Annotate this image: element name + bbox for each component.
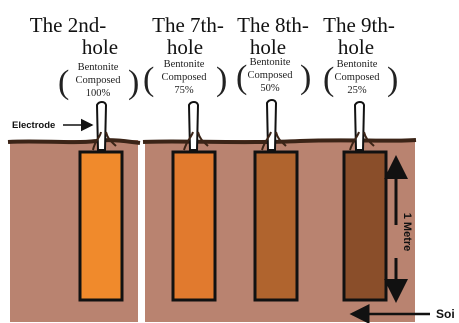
right-parenthesis: ) [216,61,227,98]
hole-title-line1: The 9th- [323,13,395,37]
left-parenthesis: ( [143,61,154,98]
composition-label: Bentonite [250,57,291,68]
electrode [349,101,375,151]
composition-label: Composed [248,70,294,81]
hole-column [342,150,388,302]
ground-surface-right [142,138,417,145]
hole-column [78,150,124,302]
composition-percent: 100% [86,88,111,99]
left-parenthesis: ( [323,61,334,98]
electrode [183,101,209,151]
composition-label: Composed [76,75,122,86]
composition-label: Composed [162,72,208,83]
composition-percent: 50% [260,83,280,94]
composition-label: Bentonite [78,62,119,73]
composition-label: Bentonite [337,59,378,70]
hole-title-line1: The 7th- [152,13,224,37]
electrode [92,101,117,151]
hole-column [253,150,299,302]
electrode-label: Electrode [12,120,55,131]
hole-title-line2: hole [82,35,118,59]
hole-title-line1: The 2nd- [30,13,106,37]
depth-label: 1 Metre [401,213,413,252]
composition-percent: 75% [174,85,194,96]
left-parenthesis: ( [58,64,69,101]
hole-title-line2: hole [250,35,286,59]
soil-label: Soi [436,307,455,321]
composition-label: Composed [335,72,381,83]
ground-surface-left [7,138,141,145]
hole-title-line2: hole [338,35,374,59]
electrode [261,99,287,151]
composition-percent: 25% [347,85,367,96]
right-parenthesis: ) [387,61,398,98]
composition-label: Bentonite [164,59,205,70]
right-parenthesis: ) [128,64,139,101]
hole-column [171,150,217,302]
left-parenthesis: ( [236,59,247,96]
hole-title-line1: The 8th- [237,13,309,37]
right-parenthesis: ) [300,59,311,96]
hole-title-line2: hole [167,35,203,59]
